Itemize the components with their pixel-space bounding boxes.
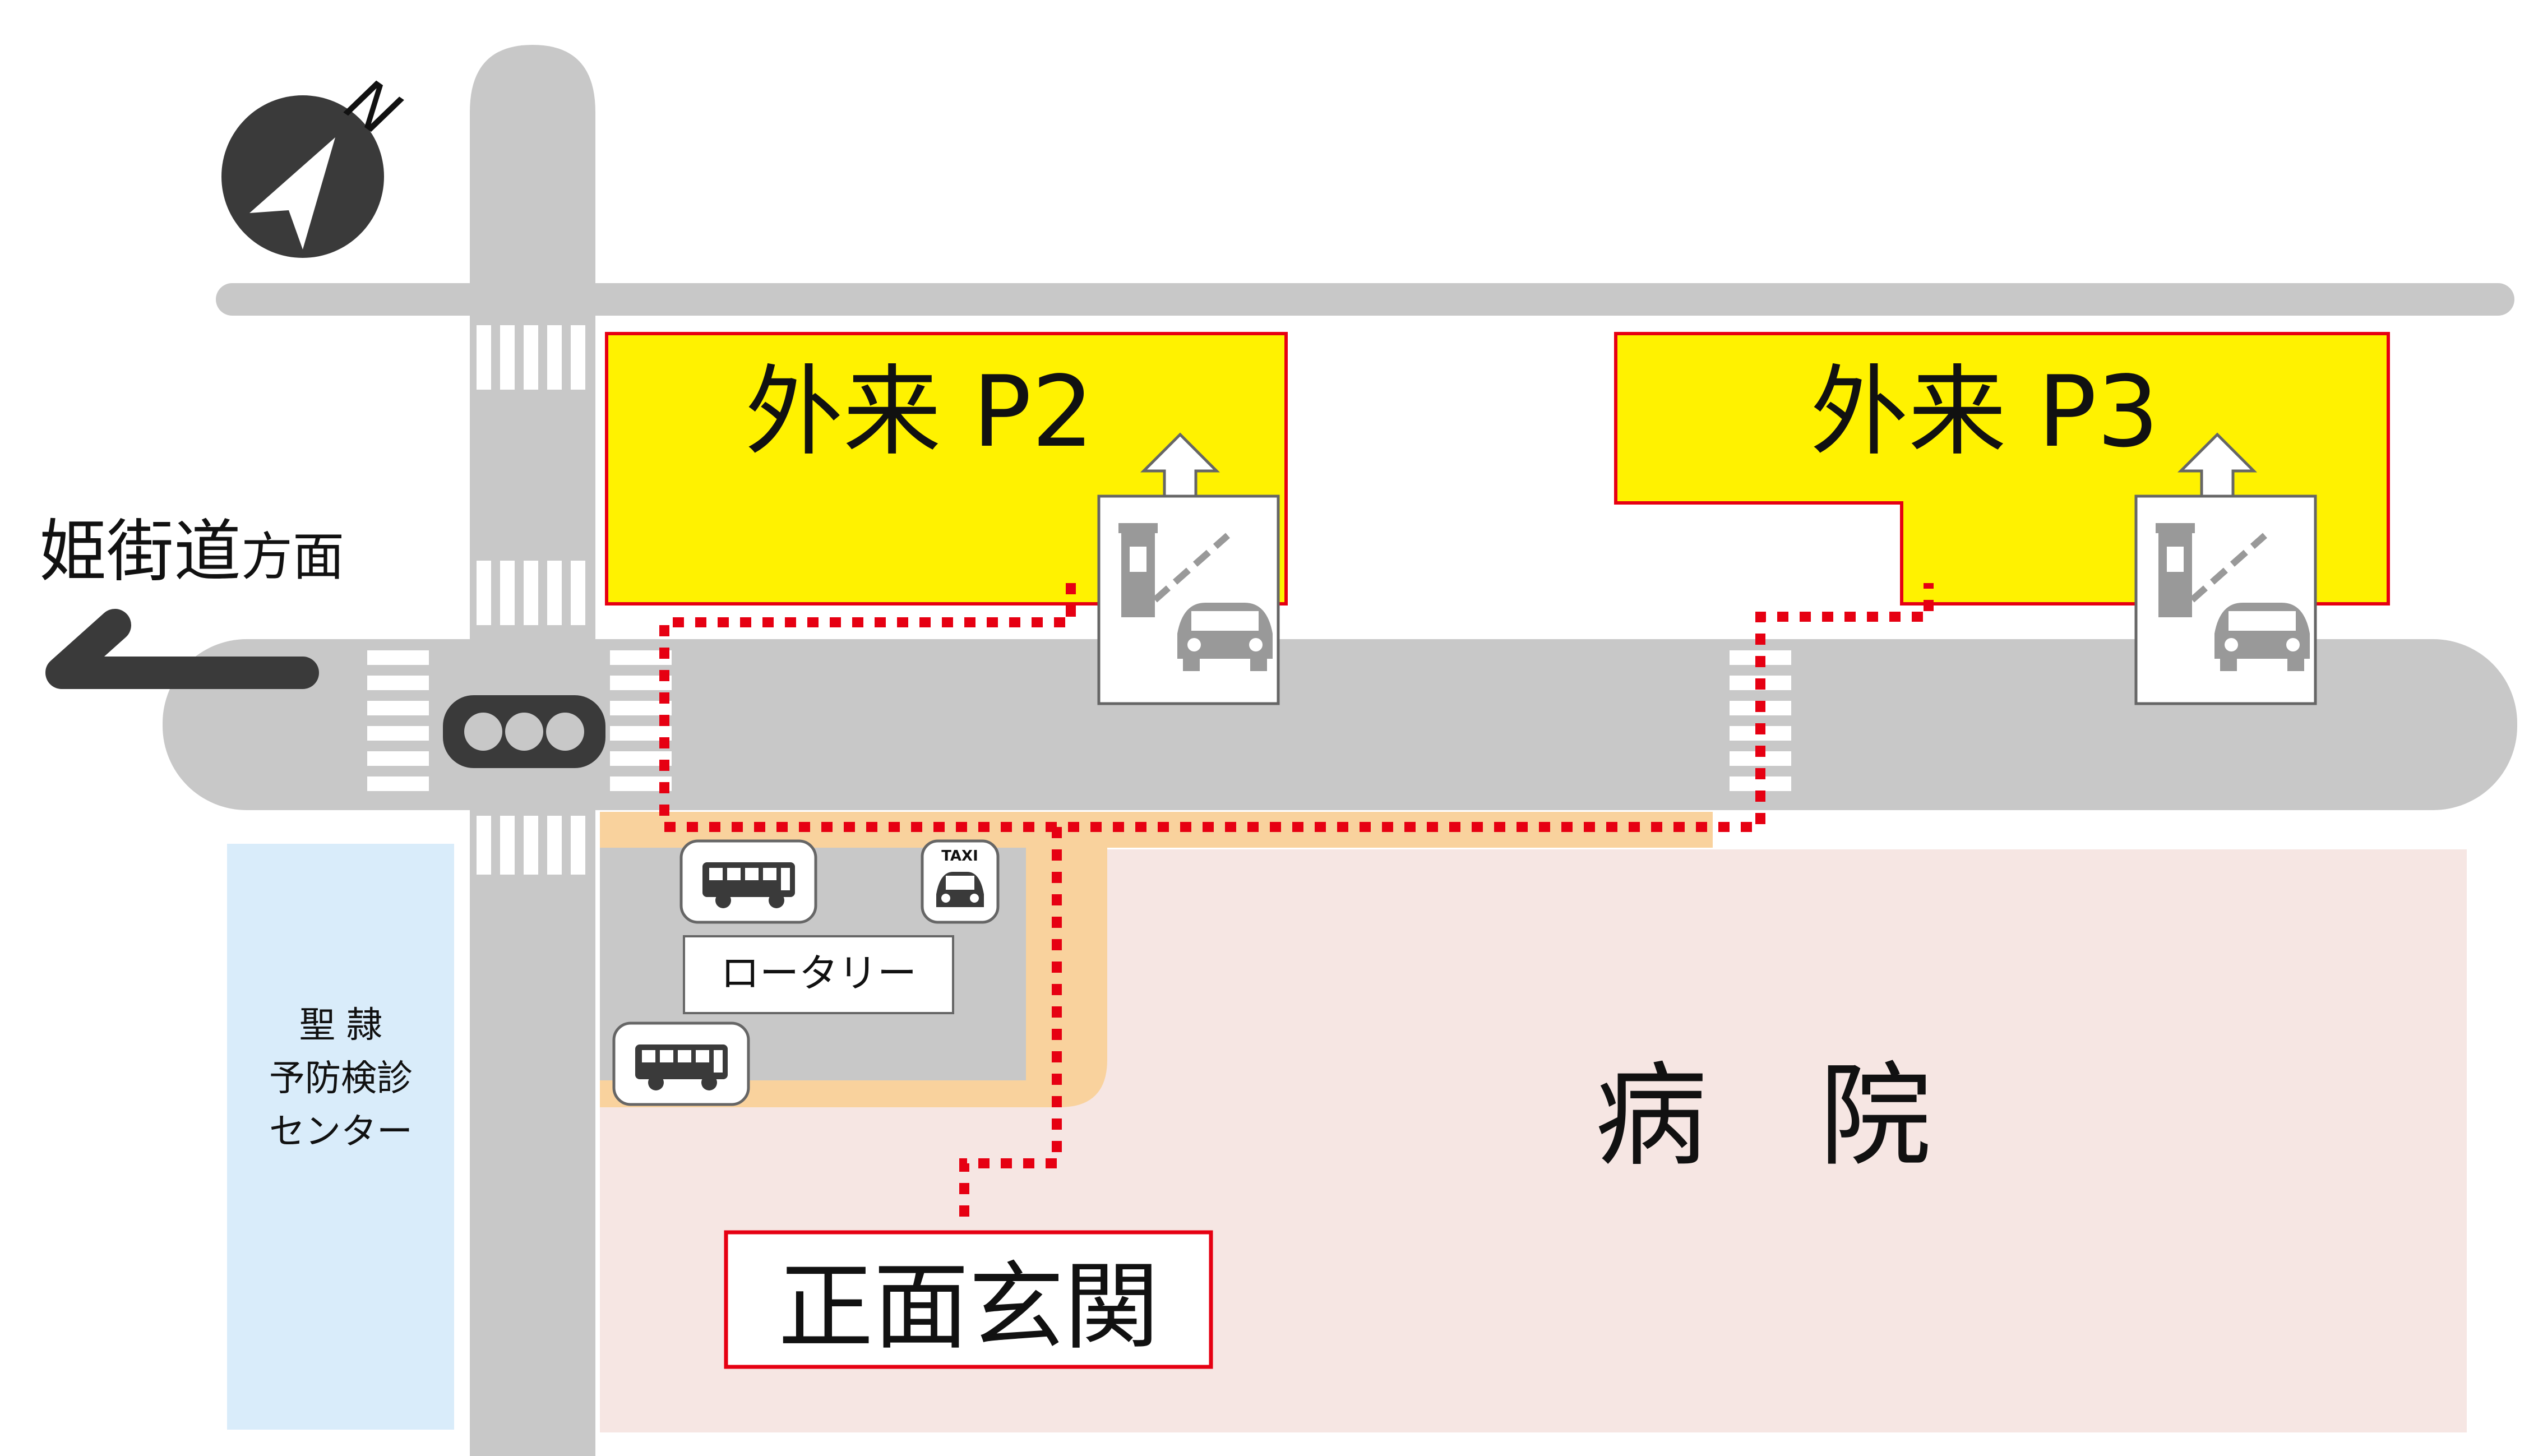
main-road [163,639,2517,810]
walking-route [659,583,1934,1225]
bus-icon [679,839,817,924]
bus-icon [612,1021,750,1106]
direction-arrow-icon [45,609,319,689]
crosswalk-west [367,650,429,791]
top-road [216,283,2514,316]
taxi-sign-text: TAXI [941,848,978,865]
crosswalk-south [477,816,585,875]
main-entrance-box [724,1230,1213,1369]
rotary-label: ロータリー [720,950,917,996]
preventive-center-area [227,844,454,1430]
parking-gate-icon [1097,432,1280,705]
traffic-signal-icon [443,695,605,768]
center-label-line3: センター [269,1111,413,1153]
center-label-line2: 予防検診 [269,1058,413,1099]
parking-p2-label: 外来 P2 [745,355,1094,469]
direction-label: 姫街道方面 [39,513,344,591]
rotary-label-box [683,935,954,1014]
crosswalk-north [477,325,585,625]
main-entrance-label: 正面玄関 [778,1252,1159,1363]
hospital-label: 病 院 [1595,1051,1931,1182]
parking-p3-label: 外来 P3 [1810,355,2160,469]
north-compass-icon: N [221,64,413,258]
direction-road-name: 姫街道 [39,513,241,591]
taxi-icon: TAXI [921,839,1000,924]
center-label-line1: 聖 隷 [299,1005,382,1046]
direction-suffix: 方面 [241,527,344,587]
parking-gate-icon [2134,432,2317,705]
